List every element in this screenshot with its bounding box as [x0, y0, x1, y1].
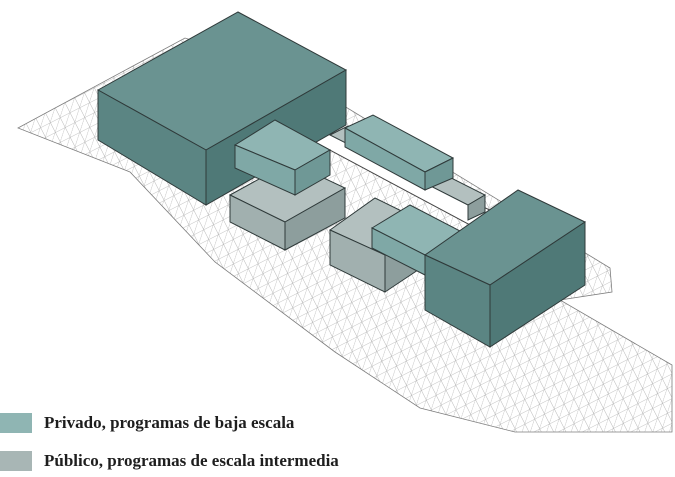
legend-swatch-private	[0, 413, 32, 433]
private-block-left	[233, 119, 332, 196]
legend-item-public: Público, programas de escala intermedia	[0, 450, 339, 472]
private-block-rear	[343, 114, 455, 191]
legend-item-private: Privado, programas de baja escala	[0, 412, 294, 434]
legend-label-private: Privado, programas de baja escala	[44, 413, 295, 432]
large-block-right	[423, 189, 587, 348]
legend-swatch-public	[0, 451, 32, 471]
legend-label-public: Público, programas de escala intermedia	[44, 451, 339, 470]
